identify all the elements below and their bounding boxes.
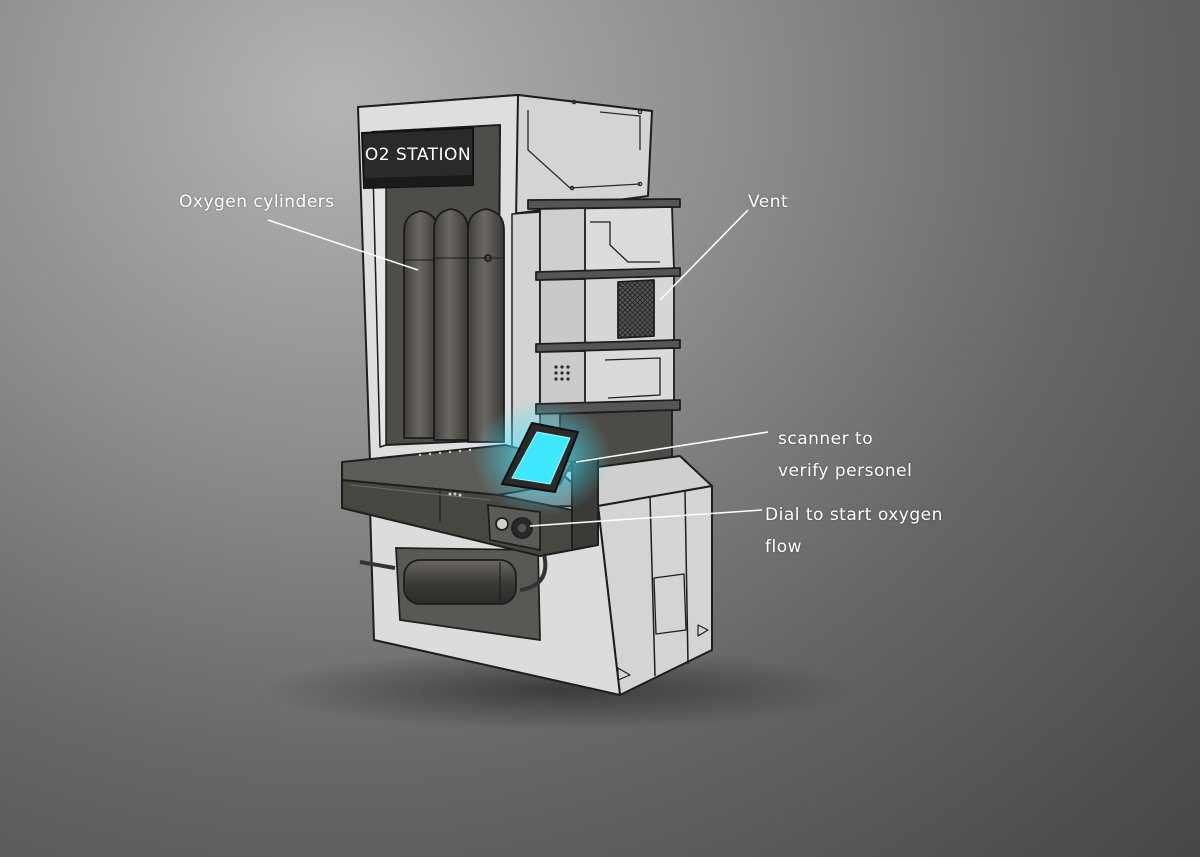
leader-scanner xyxy=(575,431,769,463)
label-scanner-line2: verify personel xyxy=(778,461,913,481)
floor-shadow xyxy=(260,650,860,730)
scanner xyxy=(472,400,612,516)
scanner-screen xyxy=(511,431,571,485)
vent-stack-dots xyxy=(554,365,570,381)
o2-station-sign: O2 STATION xyxy=(360,126,474,190)
leader-vent xyxy=(659,209,749,301)
horizontal-cylinder-bay xyxy=(359,529,548,642)
label-oxygen-cylinders: Oxygen cylinders xyxy=(179,192,335,212)
label-dial-line2: flow xyxy=(765,537,803,557)
label-vent: Vent xyxy=(748,192,789,212)
side-panel-details xyxy=(527,99,643,191)
cylinder-1 xyxy=(403,210,439,439)
small-dial xyxy=(495,517,509,531)
console-dots xyxy=(418,448,472,497)
label-dial-line1: Dial to start oxygen xyxy=(765,505,943,525)
leader-cylinders xyxy=(267,219,419,271)
sign-text: O2 STATION xyxy=(365,145,471,165)
leader-dial xyxy=(529,509,763,527)
oxygen-cylinders xyxy=(403,208,505,443)
cylinder-2 xyxy=(433,208,469,441)
cylinder-3 xyxy=(467,208,505,443)
callout-leader-lines xyxy=(267,209,769,527)
horizontal-cylinder xyxy=(403,559,517,605)
label-scanner: scanner to verify personel xyxy=(778,415,912,495)
label-scanner-line1: scanner to xyxy=(778,429,874,449)
label-dial: Dial to start oxygen flow xyxy=(765,491,943,571)
dial-panel xyxy=(487,503,541,552)
